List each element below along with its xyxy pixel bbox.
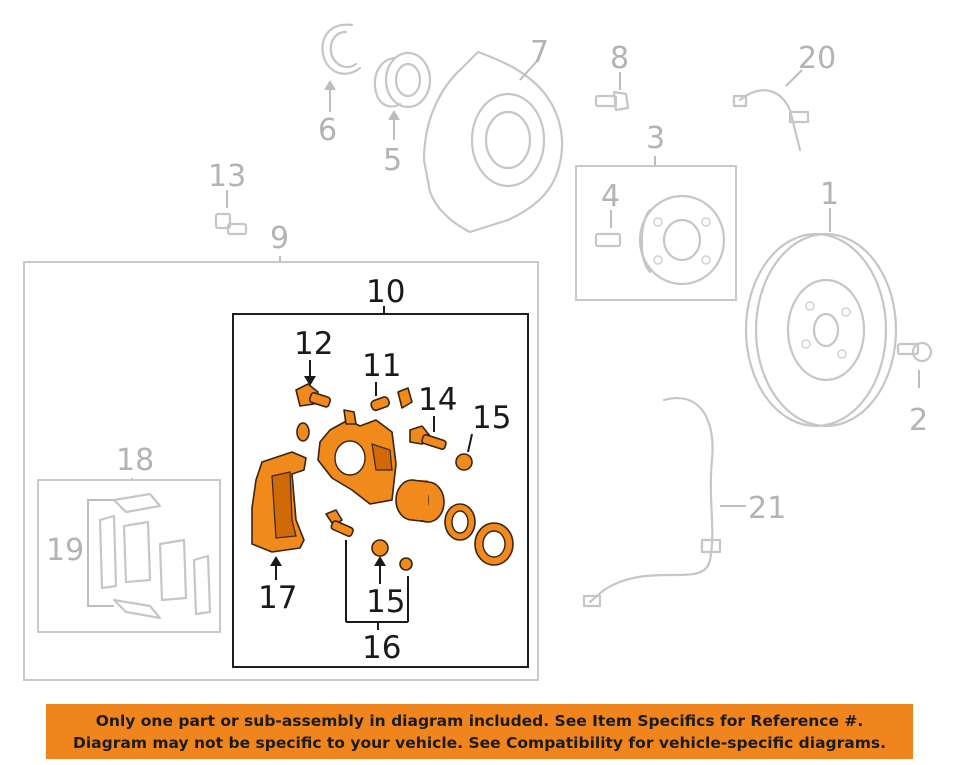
disclaimer-line-1: Only one part or sub-assembly in diagram… (95, 711, 864, 730)
arrow-12 (304, 376, 316, 386)
leader-15-top (467, 433, 473, 453)
arrow-6 (324, 80, 336, 90)
brake-rotor-part (744, 232, 898, 428)
arrow-5 (388, 110, 400, 120)
washer-part (296, 422, 310, 442)
callout-1: 1 (820, 177, 839, 212)
caliper-assembly-box (23, 261, 539, 681)
callout-14: 14 (418, 382, 457, 418)
callout-13: 13 (208, 159, 246, 194)
wheel-hub-part (638, 194, 726, 286)
callout-4: 4 (601, 179, 620, 214)
hub-group-box (575, 165, 737, 301)
pin-11-part (370, 396, 391, 412)
guide-bolt-16-part (325, 509, 354, 538)
disclaimer-banner: Only one part or sub-assembly in diagram… (46, 704, 913, 759)
piston-seal-part (444, 503, 476, 541)
callout-21: 21 (748, 491, 786, 526)
hub-bolt-part (594, 232, 622, 248)
arrow-15-lower (374, 556, 386, 566)
leader-20 (785, 69, 803, 87)
guide-bolt-12-part (295, 383, 332, 408)
callout-8: 8 (610, 41, 629, 76)
callout-5: 5 (383, 143, 402, 178)
bolt-13-part (214, 212, 248, 236)
callout-2: 2 (909, 403, 928, 438)
cap-15-lower-a-part (371, 539, 389, 557)
callout-16: 16 (362, 630, 401, 666)
callout-6: 6 (318, 113, 337, 148)
caliper-housing-part (317, 409, 397, 505)
wheel-speed-sensor-part (732, 89, 810, 152)
disclaimer-line-2: Diagram may not be specific to your vehi… (72, 733, 887, 752)
callout-15-lower: 15 (366, 584, 405, 620)
caliper-bracket-part (251, 451, 307, 553)
callout-17: 17 (258, 580, 297, 616)
bolt-14-part (409, 425, 447, 450)
callout-19: 19 (46, 533, 84, 568)
abs-harness-part (582, 397, 722, 608)
callout-9: 9 (270, 221, 289, 256)
brake-pads-part (87, 492, 212, 620)
caliper-kit-box (232, 313, 529, 668)
callout-12: 12 (294, 326, 333, 362)
cap-15-top-part (455, 453, 473, 471)
callout-15-top: 15 (472, 400, 511, 436)
callout-11: 11 (362, 348, 401, 384)
callout-20: 20 (798, 41, 836, 76)
arrow-17 (270, 556, 282, 566)
dust-boot-part (474, 522, 514, 566)
wheel-bearing-part (373, 51, 432, 109)
leader-7 (519, 59, 539, 81)
callout-18: 18 (116, 443, 154, 478)
callout-3: 3 (646, 121, 665, 156)
piston-part (395, 479, 445, 523)
bushing-part (397, 387, 413, 409)
callout-7: 7 (530, 35, 549, 70)
bolt-8-part (594, 90, 630, 112)
callout-10: 10 (366, 274, 405, 310)
cap-15-lower-b-part (399, 557, 413, 571)
dust-shield-part (422, 50, 564, 234)
snap-ring-part (321, 23, 362, 75)
pad-kit-box (37, 479, 221, 633)
rotor-screw-part (896, 341, 933, 363)
